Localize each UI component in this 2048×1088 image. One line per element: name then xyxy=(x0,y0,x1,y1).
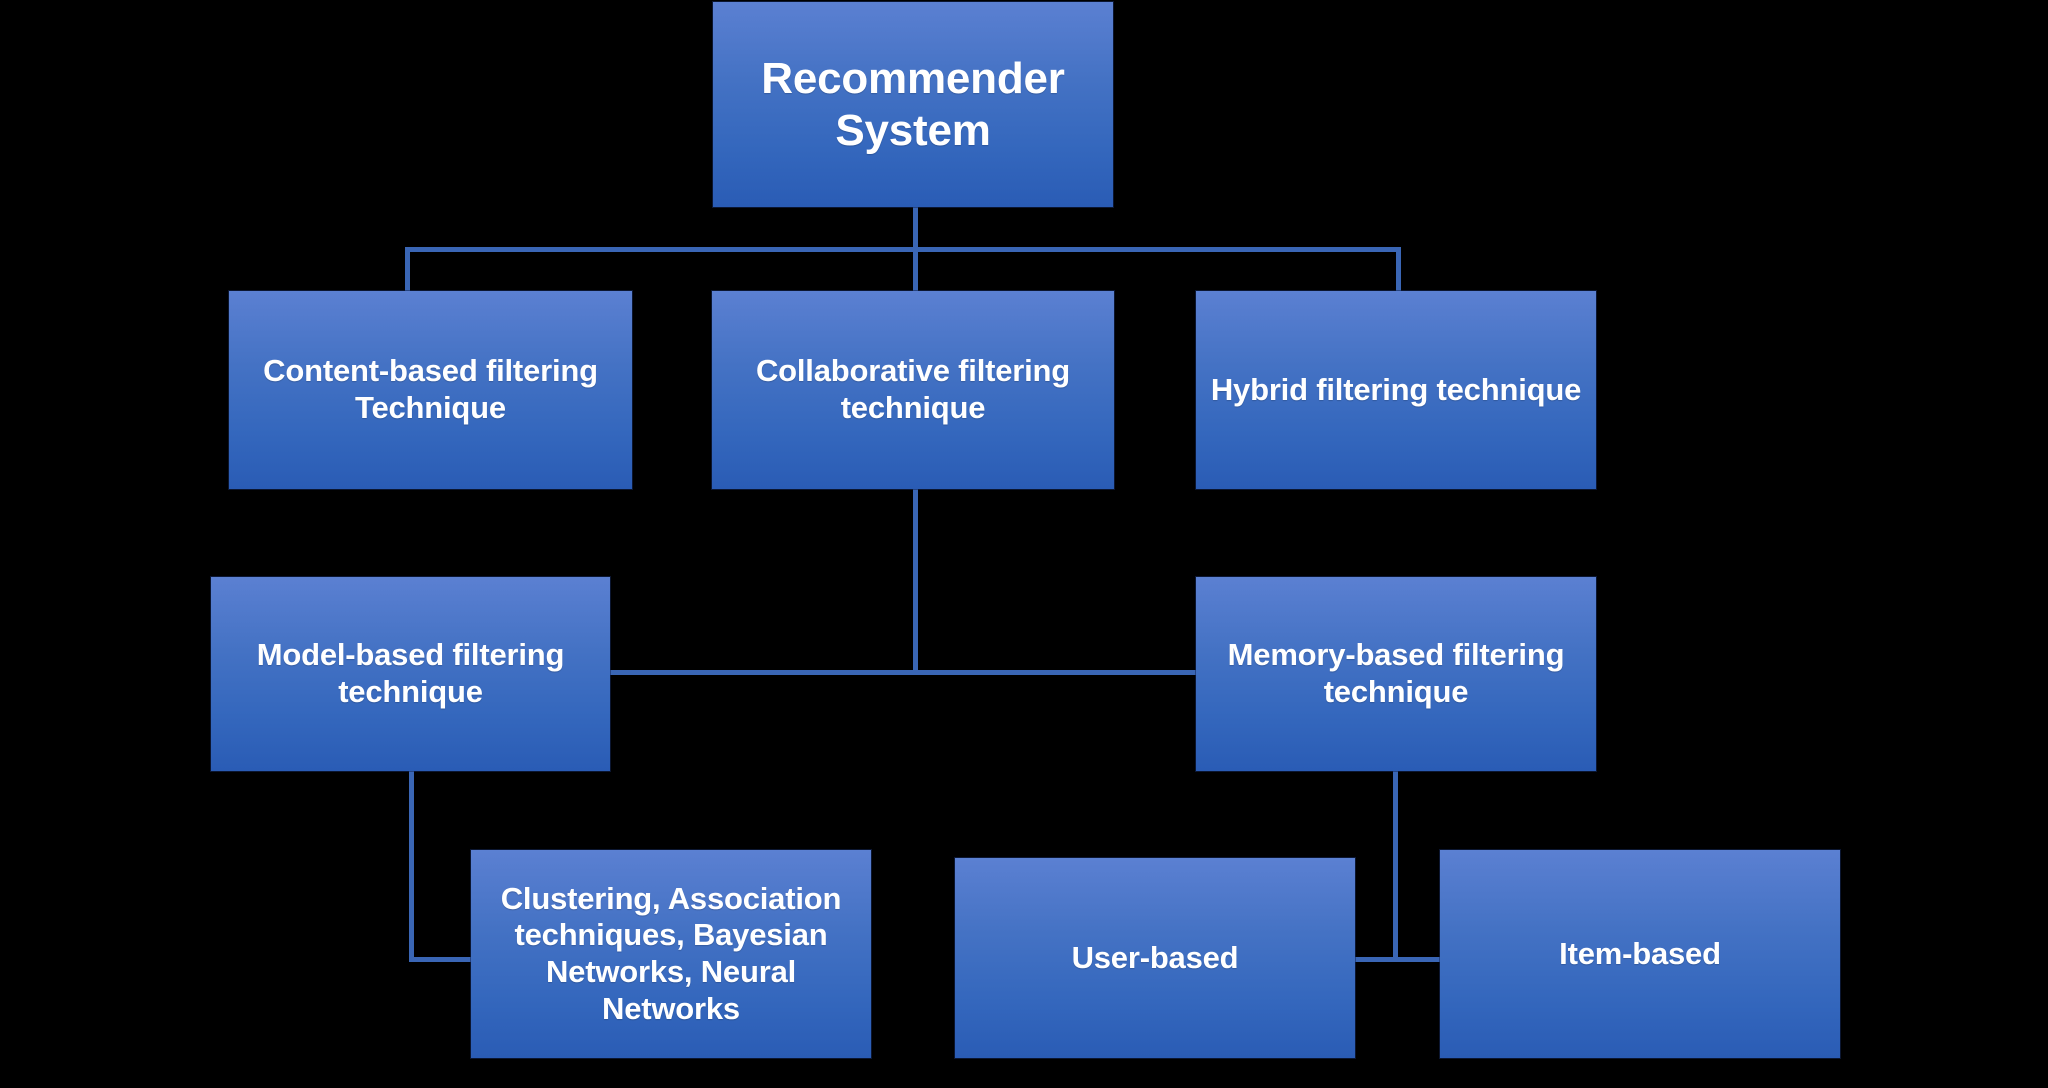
edge-to-collaborative xyxy=(913,247,918,293)
node-label: Clustering, Association techniques, Baye… xyxy=(500,880,842,1026)
edge-model-to-techniques-horizontal xyxy=(409,957,473,962)
node-recommender-system[interactable]: Recommender System xyxy=(713,2,1113,207)
edge-to-hybrid xyxy=(1396,247,1401,293)
node-label: Content-based filtering Technique xyxy=(263,353,598,425)
edge-to-content-based xyxy=(405,247,410,293)
node-model-techniques[interactable]: Clustering, Association techniques, Baye… xyxy=(471,850,871,1058)
edge-root-stem xyxy=(913,205,918,251)
node-memory-based-filtering[interactable]: Memory-based filtering technique xyxy=(1196,577,1596,771)
edge-collaborative-stem xyxy=(913,489,918,675)
node-label: Item-based xyxy=(1559,935,1721,971)
node-label: Collaborative filtering technique xyxy=(755,353,1071,425)
node-label: User-based xyxy=(1071,939,1239,975)
node-hybrid-filtering[interactable]: Hybrid filtering technique xyxy=(1196,291,1596,489)
node-label: Memory-based filtering technique xyxy=(1227,637,1565,709)
edge-level2-bus xyxy=(610,670,1198,675)
node-label: Model-based filtering technique xyxy=(256,637,565,709)
node-item-based[interactable]: Item-based xyxy=(1440,850,1840,1058)
node-label: Hybrid filtering technique xyxy=(1210,371,1582,407)
edge-model-to-techniques-vertical xyxy=(409,770,414,962)
edge-memory-stem xyxy=(1393,770,1398,962)
edge-level3-bus xyxy=(1355,957,1440,962)
node-model-based-filtering[interactable]: Model-based filtering technique xyxy=(211,577,610,771)
node-collaborative-filtering[interactable]: Collaborative filtering technique xyxy=(712,291,1114,489)
node-content-based-filtering[interactable]: Content-based filtering Technique xyxy=(229,291,632,489)
node-label: Recommender System xyxy=(761,53,1065,155)
node-user-based[interactable]: User-based xyxy=(955,858,1355,1058)
edge-level1-bus xyxy=(405,247,1400,252)
